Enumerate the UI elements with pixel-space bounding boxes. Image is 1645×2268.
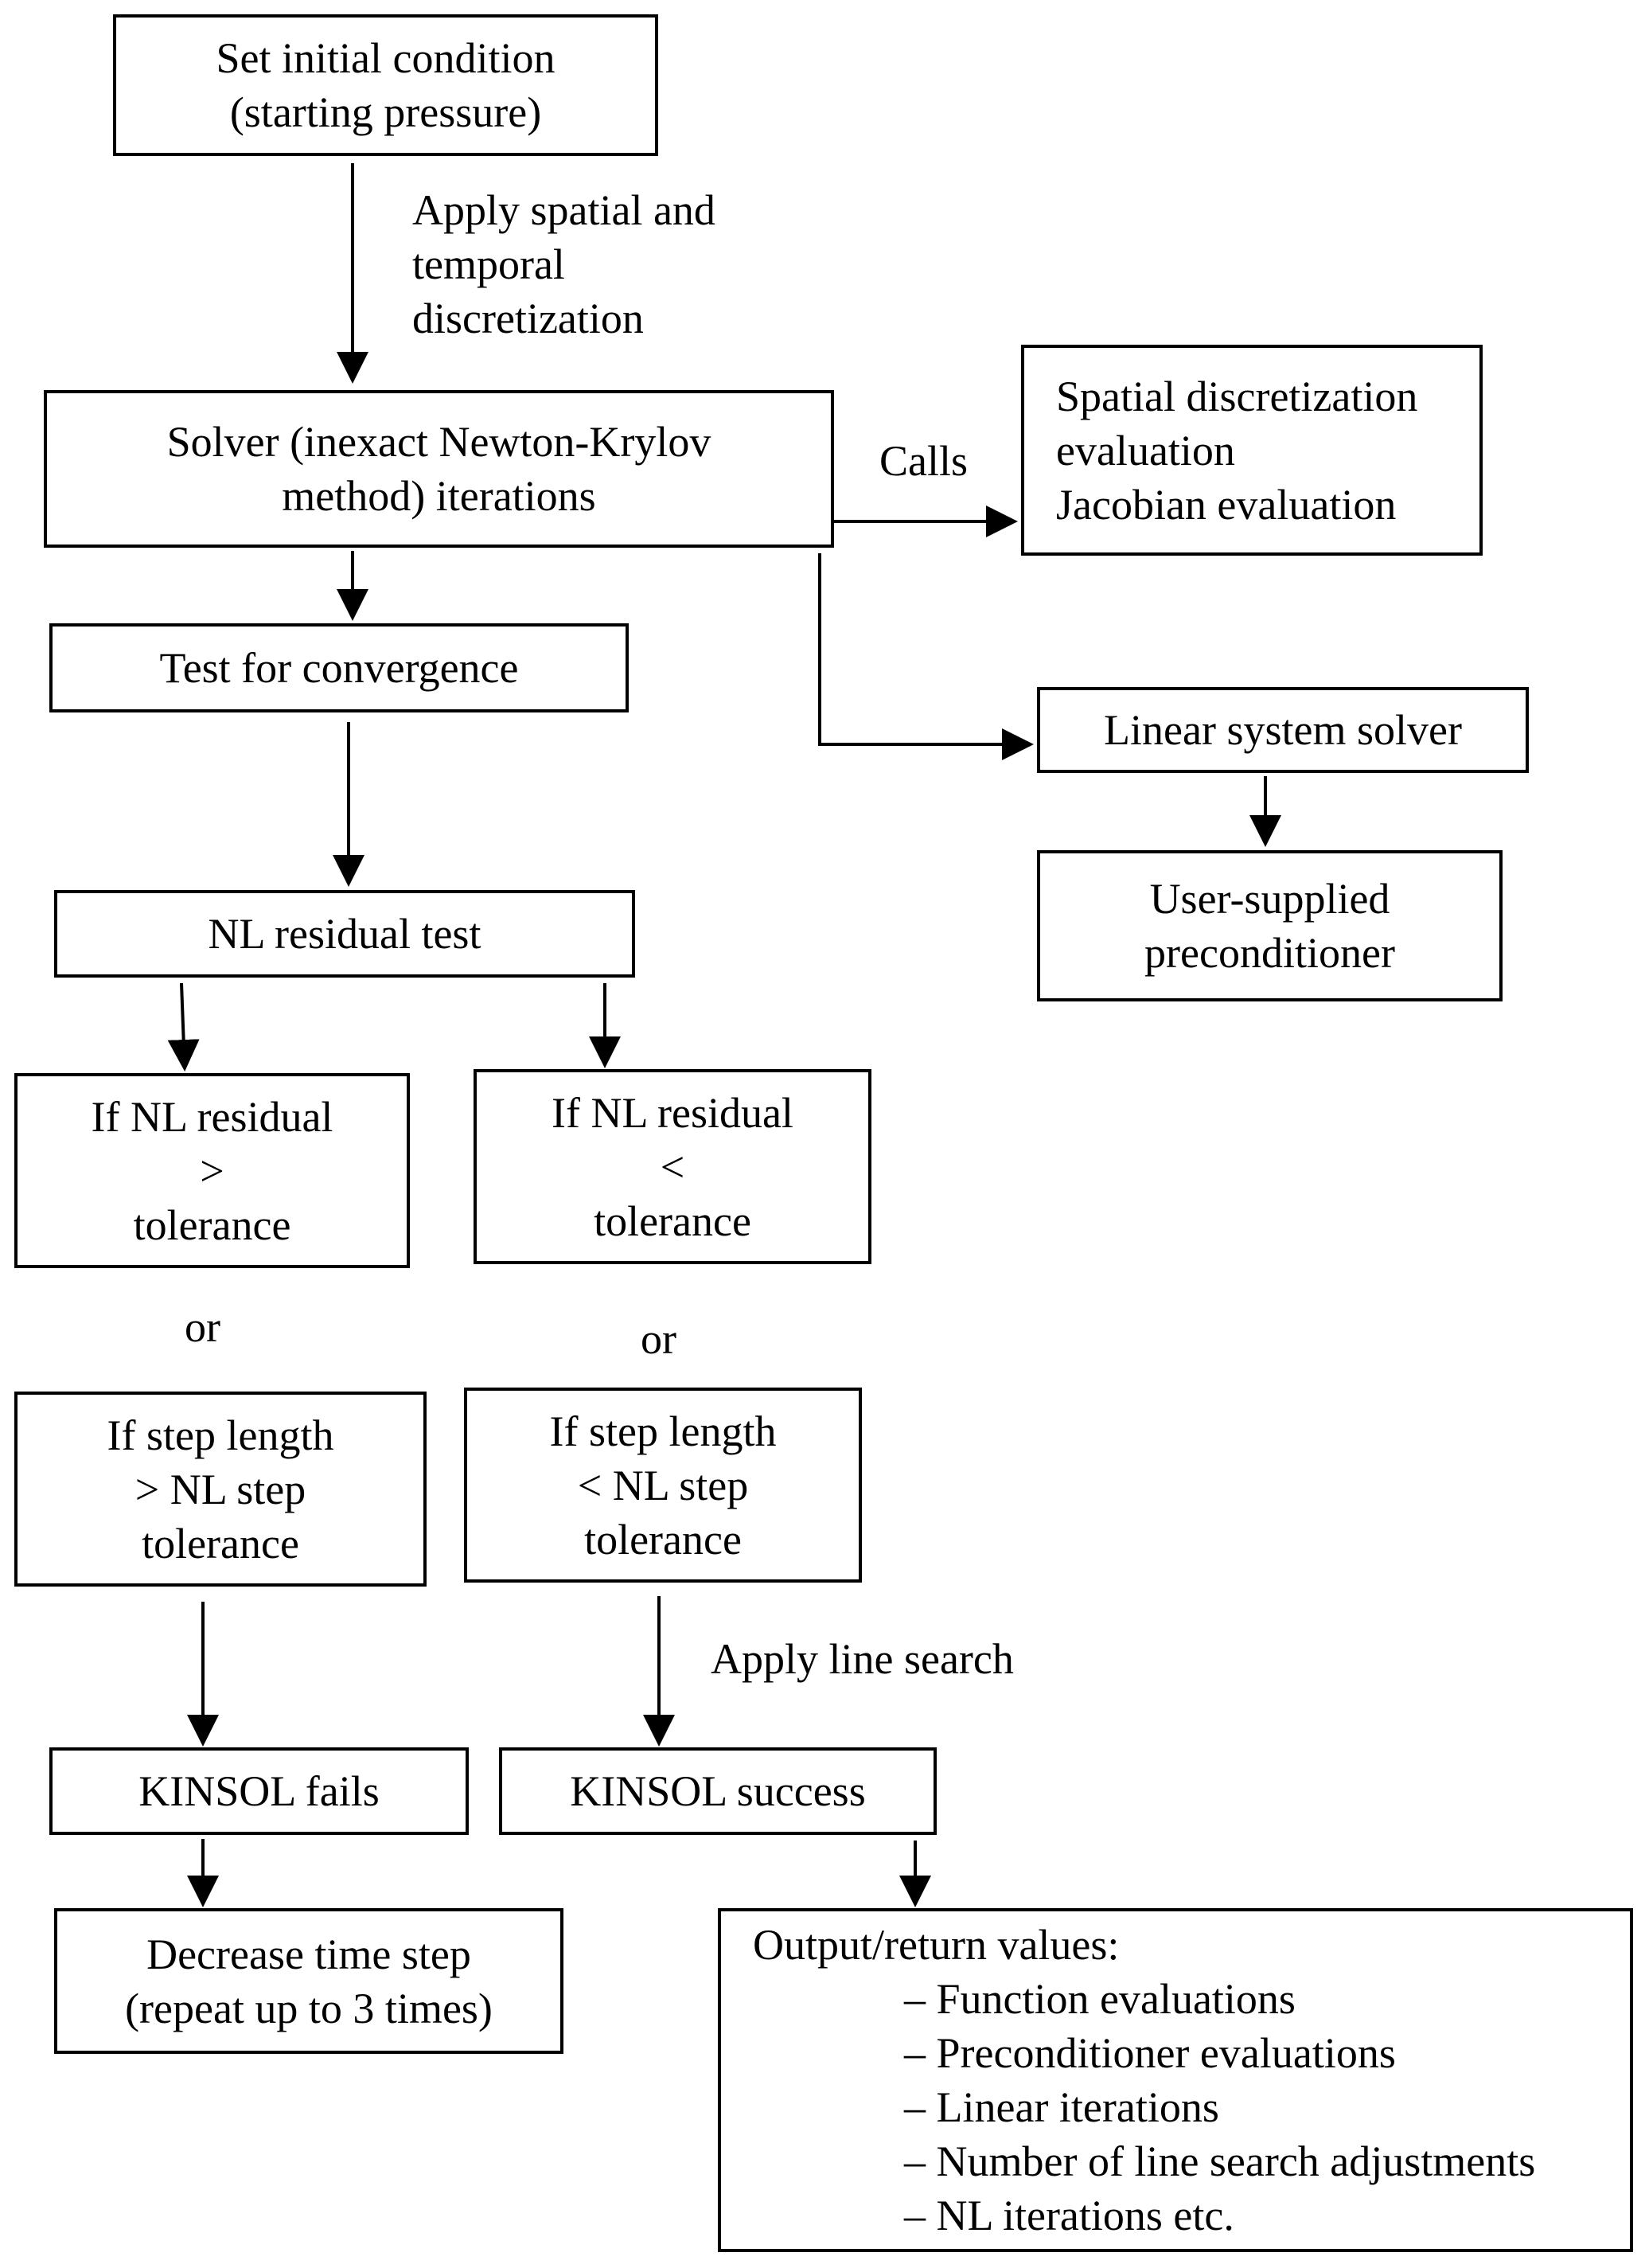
step-greater-line-2: > NL step xyxy=(134,1465,306,1513)
output-item: – Function evaluations xyxy=(904,1975,1296,2023)
discretization-line-1: Apply spatial and xyxy=(412,186,715,234)
line-search-label: Apply line search xyxy=(711,1635,1014,1683)
step-greater-line-1: If step length xyxy=(107,1411,334,1459)
output-item: – Number of line search adjustments xyxy=(904,2137,1536,2185)
residual-less-line-3: tolerance xyxy=(594,1196,751,1245)
arrow-nl-test-to-residual-greater xyxy=(167,982,200,1072)
solver-line-1: Solver (inexact Newton-Krylov xyxy=(166,418,711,466)
discretization-line-2: temporal xyxy=(412,240,565,288)
decrease-step-line-2: (repeat up to 3 times) xyxy=(125,1984,493,2032)
evaluation-line-2: evaluation xyxy=(1056,426,1235,474)
kinsol-fails-box: KINSOL fails xyxy=(49,1747,469,1835)
or-label-right: or xyxy=(641,1315,676,1363)
output-item: – Preconditioner evaluations xyxy=(904,2029,1396,2077)
decrease-step-line-1: Decrease time step xyxy=(146,1930,471,1978)
output-item: – NL iterations etc. xyxy=(904,2192,1234,2239)
start-box: Set initial condition (starting pressure… xyxy=(113,14,658,156)
calls-label: Calls xyxy=(879,437,969,485)
step-greater-line-3: tolerance xyxy=(142,1519,299,1567)
discretization-label: Apply spatial and temporal discretizatio… xyxy=(412,183,715,345)
evaluation-box: Spatial discretization evaluation Jacobi… xyxy=(1021,345,1483,556)
evaluation-line-1: Spatial discretization xyxy=(1056,372,1418,420)
residual-greater-line-2: > xyxy=(200,1146,224,1195)
convergence-test-box: Test for convergence xyxy=(49,623,629,712)
evaluation-line-3: Jacobian evaluation xyxy=(1056,480,1397,529)
step-less-line-1: If step length xyxy=(549,1407,777,1455)
kinsol-success-box: KINSOL success xyxy=(499,1747,937,1835)
step-less-box: If step length < NL step tolerance xyxy=(464,1388,862,1583)
residual-less-line-2: < xyxy=(660,1142,685,1191)
residual-greater-box: If NL residual > tolerance xyxy=(14,1073,410,1268)
start-line-2: (starting pressure) xyxy=(229,88,542,136)
output-title: Output/return values: xyxy=(753,1921,1120,1969)
decrease-time-step-box: Decrease time step (repeat up to 3 times… xyxy=(54,1908,563,2054)
preconditioner-line-2: preconditioner xyxy=(1144,929,1395,977)
or-label-left: or xyxy=(185,1303,220,1351)
residual-greater-line-1: If NL residual xyxy=(91,1092,333,1141)
arrow-solver-to-linear-solver xyxy=(818,553,1034,760)
solver-box: Solver (inexact Newton-Krylov method) it… xyxy=(44,390,834,548)
output-item: – Linear iterations xyxy=(904,2083,1219,2131)
residual-less-line-1: If NL residual xyxy=(552,1088,793,1137)
residual-greater-line-3: tolerance xyxy=(133,1200,291,1249)
preconditioner-line-1: User-supplied xyxy=(1149,875,1390,923)
step-less-line-2: < NL step xyxy=(577,1461,749,1509)
preconditioner-box: User-supplied preconditioner xyxy=(1037,850,1503,1001)
linear-solver-box: Linear system solver xyxy=(1037,687,1529,773)
step-less-line-3: tolerance xyxy=(584,1515,742,1563)
discretization-line-3: discretization xyxy=(412,295,644,342)
residual-less-box: If NL residual < tolerance xyxy=(474,1069,871,1264)
output-box: Output/return values: – Function evaluat… xyxy=(718,1908,1633,2252)
nl-residual-test-box: NL residual test xyxy=(54,890,635,978)
step-greater-box: If step length > NL step tolerance xyxy=(14,1392,427,1587)
start-line-1: Set initial condition xyxy=(216,34,555,82)
solver-line-2: method) iterations xyxy=(282,472,596,520)
